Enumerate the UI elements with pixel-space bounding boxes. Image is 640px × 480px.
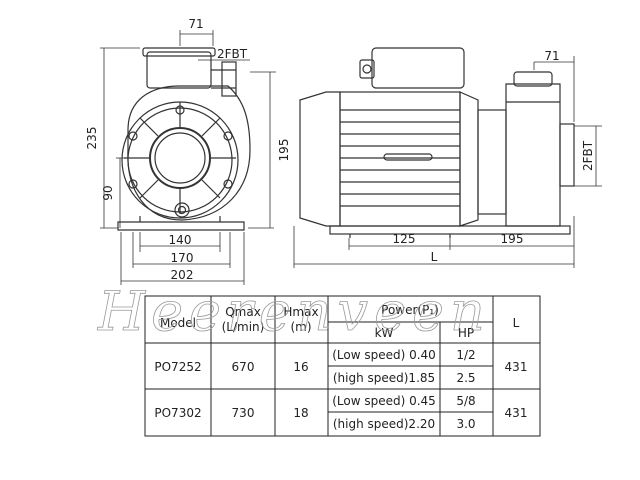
row1-low-hp: 1/2 [456,348,475,362]
side-view [299,47,575,238]
row2-high-kw: (high speed)2.20 [333,417,435,431]
side-dimensions [293,56,602,268]
row1-high-hp: 2.5 [456,371,475,385]
spec-table [144,295,541,437]
row2-low-hp: 5/8 [456,394,475,408]
side-motor-125-label: 125 [393,232,416,246]
row2-hmax: 18 [293,406,308,420]
side-pump-195-label: 195 [501,232,524,246]
front-base-202-label: 202 [171,268,194,282]
side-total-length-label: L [431,250,438,264]
row1-low-kw: (Low speed) 0.40 [332,348,436,362]
row2-model: PO7302 [154,406,201,420]
row1-model: PO7252 [154,360,201,374]
front-shaft-90-label: 90 [101,185,115,200]
front-width-71-label: 71 [188,17,203,31]
front-height-195-label: 195 [277,139,291,162]
row1-l: 431 [505,360,528,374]
header-hp: HP [458,326,474,340]
front-outlet-2fbt-label: 2FBT [217,47,248,61]
header-hmax-unit: (m) [290,320,311,334]
front-base-140-label: 140 [169,233,192,247]
header-l: L [513,316,520,330]
header-power: Power(P₁) [381,303,439,317]
row1-hmax: 16 [293,360,308,374]
header-hmax: Hmax [283,305,318,319]
row1-high-kw: (high speed)1.85 [333,371,435,385]
row2-low-kw: (Low speed) 0.45 [332,394,436,408]
header-qmax: Qmax [225,305,261,319]
watermark-text: Heerenveen [97,280,491,343]
side-inlet-2fbt-label: 2FBT [581,140,595,171]
side-width-71-label: 71 [544,49,559,63]
header-qmax-unit: (L/min) [222,320,265,334]
row2-qmax: 730 [232,406,255,420]
row2-l: 431 [505,406,528,420]
front-view [117,47,251,231]
front-dimensions [100,30,276,285]
row1-qmax: 670 [232,360,255,374]
header-kw: kW [375,326,394,340]
front-base-170-label: 170 [171,251,194,265]
front-height-235-label: 235 [85,127,99,150]
header-model: Model [160,316,196,330]
row2-high-hp: 3.0 [456,417,475,431]
